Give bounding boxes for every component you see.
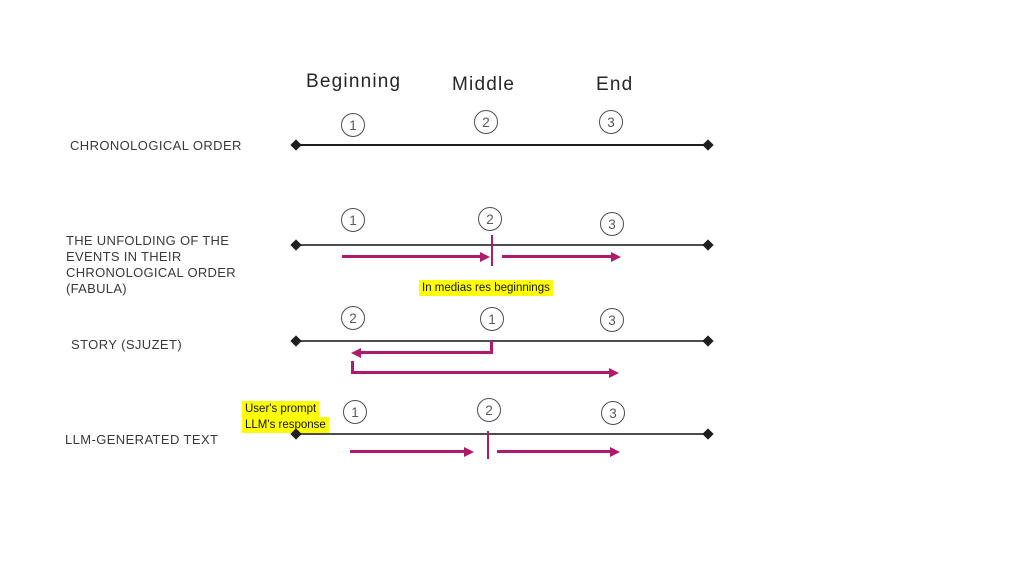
column-header-middle: Middle	[452, 74, 516, 95]
row-label-fabula-line4: (FABULA)	[66, 281, 127, 296]
annotation-in-medias-res: In medias res beginnings	[419, 280, 553, 296]
forward-arrow	[497, 450, 610, 453]
marker-circle: 2	[478, 207, 502, 231]
marker-circle: 3	[600, 308, 624, 332]
timeline-line	[296, 340, 708, 342]
highlighted-text: In medias res beginnings	[419, 280, 553, 296]
elbow-arrow-vertical	[490, 341, 493, 354]
marker-circle: 1	[341, 208, 365, 232]
diamond-endpoint-right	[702, 239, 714, 251]
forward-arrow	[342, 255, 480, 258]
diamond-endpoint-right	[702, 335, 714, 347]
diamond-endpoint-left	[290, 239, 302, 251]
timeline-line	[296, 433, 708, 435]
timeline-line	[296, 144, 708, 146]
column-header-beginning: Beginning	[306, 71, 402, 92]
diamond-endpoint-right	[702, 139, 714, 151]
diamond-endpoint-right	[702, 428, 714, 440]
marker-circle: 2	[474, 110, 498, 134]
marker-circle: 3	[601, 401, 625, 425]
timeline-line	[296, 244, 708, 246]
row-label-llm-generated-text: LLM-GENERATED TEXT	[65, 432, 219, 447]
elbow-arrow-vertical	[351, 361, 354, 374]
highlighted-text-llms-response: LLM's response	[242, 417, 329, 433]
row-label-fabula-line1: THE UNFOLDING OF THE	[66, 233, 230, 248]
forward-arrow	[502, 255, 611, 258]
row-label-fabula-line3: CHRONOLOGICAL ORDER	[66, 265, 236, 280]
marker-circle: 1	[343, 400, 367, 424]
backward-arrow	[361, 351, 493, 354]
marker-circle: 2	[341, 306, 365, 330]
marker-circle: 3	[600, 212, 624, 236]
row-label-fabula: THE UNFOLDING OF THE EVENTS IN THEIR CHR…	[66, 233, 236, 297]
midpoint-tick	[487, 431, 489, 459]
row-label-fabula-line2: EVENTS IN THEIR	[66, 249, 182, 264]
annotation-prompt-response: User's prompt LLM's response	[242, 401, 329, 433]
row-label-chronological-order: CHRONOLOGICAL ORDER	[70, 138, 242, 153]
forward-arrow	[351, 371, 609, 374]
row-label-story-sjuzet: STORY (SJUZET)	[71, 337, 183, 352]
forward-arrow	[350, 450, 464, 453]
marker-circle: 1	[480, 307, 504, 331]
marker-circle: 3	[599, 110, 623, 134]
diamond-endpoint-left	[290, 139, 302, 151]
diamond-endpoint-left	[290, 335, 302, 347]
column-header-end: End	[596, 74, 634, 95]
highlighted-text-users-prompt: User's prompt	[242, 401, 320, 417]
marker-circle: 2	[477, 398, 501, 422]
marker-circle: 1	[341, 113, 365, 137]
midpoint-tick	[491, 235, 493, 266]
